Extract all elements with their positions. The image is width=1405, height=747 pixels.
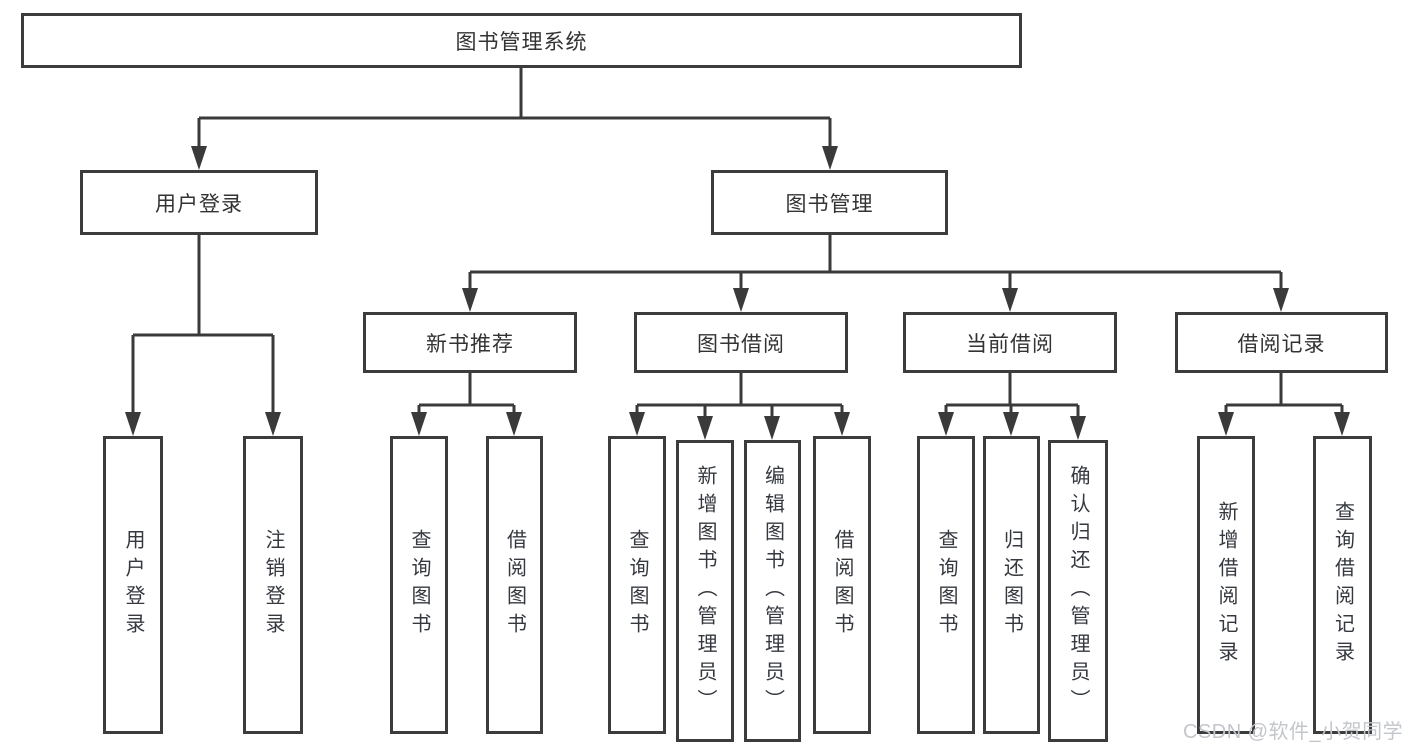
leaf-query-books-recommend: 查询图书 <box>390 436 448 734</box>
leaf-add-books-admin: 新增图书（管理员） <box>676 440 734 742</box>
node-borrowing-records: 借阅记录 <box>1175 312 1388 373</box>
leaf-user-login: 用户登录 <box>103 436 163 734</box>
node-label: 用户登录 <box>155 192 243 216</box>
leaf-query-borrow-record: 查询借阅记录 <box>1313 436 1372 734</box>
leaf-label: 注销登录 <box>262 529 284 641</box>
leaf-label: 借阅图书 <box>503 529 526 641</box>
leaf-label: 确认归还（管理员） <box>1067 465 1089 717</box>
node-current-borrowing: 当前借阅 <box>903 312 1117 373</box>
leaf-label: 查询图书 <box>626 529 648 641</box>
leaf-label: 编辑图书（管理员） <box>761 465 784 717</box>
node-label: 新书推荐 <box>426 332 514 356</box>
leaf-label: 查询借阅记录 <box>1331 501 1354 669</box>
csdn-watermark: CSDN @软件_小贺同学 <box>1183 721 1404 743</box>
node-label: 当前借阅 <box>966 332 1054 356</box>
node-new-book-recommendation: 新书推荐 <box>363 312 577 373</box>
node-label: 图书管理 <box>785 192 874 216</box>
leaf-label: 新增图书（管理员） <box>694 465 716 717</box>
node-book-borrowing: 图书借阅 <box>634 312 848 373</box>
node-root-system: 图书管理系统 <box>21 13 1022 68</box>
node-label: 借阅记录 <box>1237 332 1326 356</box>
leaf-edit-books-admin: 编辑图书（管理员） <box>744 440 801 742</box>
leaf-borrow-books-recommend: 借阅图书 <box>486 436 543 734</box>
leaf-query-books-current: 查询图书 <box>917 436 975 734</box>
node-label: 图书管理系统 <box>455 30 588 54</box>
node-user-login-branch: 用户登录 <box>80 170 318 235</box>
leaf-label: 借阅图书 <box>831 529 853 641</box>
leaf-logout: 注销登录 <box>243 436 303 734</box>
leaf-return-books: 归还图书 <box>983 436 1040 734</box>
leaf-confirm-return-admin: 确认归还（管理员） <box>1048 440 1108 742</box>
leaf-add-borrow-record: 新增借阅记录 <box>1197 436 1255 734</box>
leaf-label: 新增借阅记录 <box>1215 501 1237 669</box>
leaf-label: 用户登录 <box>122 529 144 641</box>
leaf-label: 查询图书 <box>408 529 430 641</box>
leaf-query-books-borrow: 查询图书 <box>608 436 666 734</box>
leaf-label: 查询图书 <box>935 529 957 641</box>
leaf-label: 归还图书 <box>1000 529 1023 641</box>
node-book-management-branch: 图书管理 <box>711 170 948 235</box>
node-label: 图书借阅 <box>697 332 785 356</box>
leaf-borrow-books: 借阅图书 <box>813 436 871 734</box>
